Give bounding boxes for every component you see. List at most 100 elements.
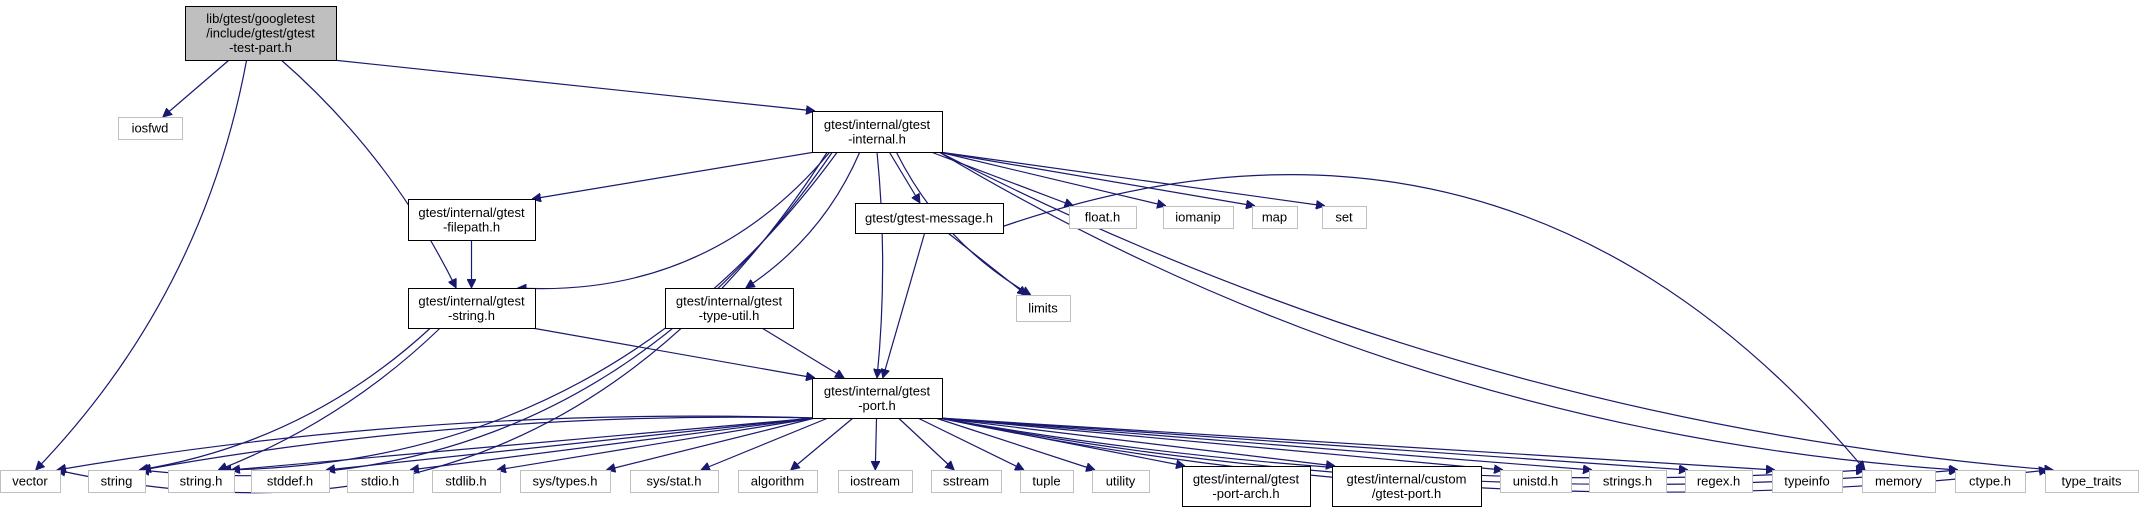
edge-gtest-port-to-string <box>142 416 816 470</box>
node-box <box>118 117 183 140</box>
node-label: iostream <box>850 474 900 489</box>
node-label: ctype.h <box>1969 474 2011 489</box>
edge-gtest-port-to-sstream <box>898 417 954 470</box>
node-box <box>630 470 719 493</box>
node-gtest-port-arch[interactable]: gtest/internal/gtest-port-arch.h <box>1182 466 1311 507</box>
node-label: typeinfo <box>1784 474 1830 489</box>
node-label: /gtest-port.h <box>1372 486 1441 501</box>
node-root[interactable]: lib/gtest/googletest/include/gtest/gtest… <box>185 6 337 61</box>
node-label: algorithm <box>751 474 804 489</box>
node-box <box>408 199 536 241</box>
node-box <box>1020 470 1074 493</box>
edge-gtest-port-to-stddef-h <box>326 417 816 470</box>
node-gtest-string[interactable]: gtest/internal/gtest-string.h <box>408 288 536 329</box>
node-box <box>812 378 943 419</box>
edge-gtest-internal-to-gtest-filepath <box>532 151 816 199</box>
node-utility: utility <box>1092 470 1150 493</box>
node-algorithm: algorithm <box>738 470 818 493</box>
node-label: -port-arch.h <box>1212 486 1279 501</box>
node-box <box>251 470 330 493</box>
node-label: stdlib.h <box>445 474 486 489</box>
node-box <box>931 470 1002 493</box>
node-map: map <box>1252 206 1298 229</box>
node-label: memory <box>1875 474 1922 489</box>
node-iosfwd: iosfwd <box>118 117 183 140</box>
node-label: unistd.h <box>1513 474 1559 489</box>
node-stddef-h: stddef.h <box>251 470 330 493</box>
edge-gtest-port-to-string-h <box>231 417 816 470</box>
node-label: gtest/internal/gtest <box>1193 471 1300 486</box>
node-label: tuple <box>1032 474 1060 489</box>
node-box <box>855 203 1004 234</box>
node-string-h: string.h <box>168 470 235 493</box>
edge-gtest-port-to-typeinfo <box>938 417 1775 470</box>
node-box <box>1862 470 1936 493</box>
node-gtest-port[interactable]: gtest/internal/gtest-port.h <box>812 378 943 419</box>
node-type-traits: type_traits <box>2045 470 2139 493</box>
node-label: -filepath.h <box>443 219 500 234</box>
node-label: -string.h <box>448 308 495 323</box>
node-set: set <box>1322 206 1367 229</box>
node-box <box>347 470 414 493</box>
edge-gtest-port-to-strings-h <box>938 417 1592 470</box>
edge-gtest-internal-to-type-traits <box>938 151 2053 470</box>
node-label: string <box>101 474 133 489</box>
node-box <box>1500 470 1572 493</box>
node-sys-types-h: sys/types.h <box>520 470 611 493</box>
node-box <box>168 470 235 493</box>
node-gtest-filepath[interactable]: gtest/internal/gtest-filepath.h <box>408 199 536 241</box>
node-box <box>1332 466 1482 507</box>
node-label: type_traits <box>2062 474 2122 489</box>
node-box <box>1069 206 1137 229</box>
edge-gtest-port-to-algorithm <box>791 417 854 470</box>
node-box <box>1772 470 1843 493</box>
edge-root-to-iosfwd <box>163 59 230 117</box>
node-label: utility <box>1106 474 1136 489</box>
node-gtest-message[interactable]: gtest/gtest-message.h <box>855 203 1004 234</box>
node-box <box>838 470 913 493</box>
node-box <box>88 470 146 493</box>
edge-gtest-port-to-sys-stat-h <box>701 417 829 470</box>
node-label: gtest/gtest-message.h <box>865 211 993 226</box>
node-custom-port[interactable]: gtest/internal/custom/gtest-port.h <box>1332 466 1482 507</box>
node-label: -internal.h <box>848 131 906 146</box>
node-label: iomanip <box>1175 210 1221 225</box>
node-stdlib-h: stdlib.h <box>432 470 501 493</box>
node-label: gtest/internal/gtest <box>676 293 783 308</box>
node-box <box>1016 295 1071 322</box>
node-label: gtest/internal/gtest <box>418 293 525 308</box>
edge-gtest-port-to-unistd-h <box>938 417 1503 470</box>
node-box <box>738 470 818 493</box>
node-label: sys/types.h <box>532 474 597 489</box>
node-memory: memory <box>1862 470 1936 493</box>
node-box <box>0 470 61 493</box>
edge-gtest-internal-to-gtest-type-util <box>746 151 861 288</box>
node-string: string <box>88 470 146 493</box>
node-label: -test-part.h <box>229 40 292 55</box>
node-label: sys/stat.h <box>647 474 702 489</box>
node-label: string.h <box>180 474 223 489</box>
node-label: gtest/internal/gtest <box>418 205 525 220</box>
node-box <box>665 288 794 329</box>
node-limits: limits <box>1016 295 1071 322</box>
node-iomanip: iomanip <box>1163 206 1234 229</box>
node-strings-h: strings.h <box>1589 470 1667 493</box>
edge-gtest-internal-to-gtest-port <box>877 151 884 378</box>
node-box <box>432 470 501 493</box>
node-gtest-internal[interactable]: gtest/internal/gtest-internal.h <box>812 111 943 153</box>
node-gtest-type-util[interactable]: gtest/internal/gtest-type-util.h <box>665 288 794 329</box>
edge-gtest-port-to-custom-port <box>938 417 1335 466</box>
edge-gtest-message-to-memory <box>984 174 1865 470</box>
node-sys-stat-h: sys/stat.h <box>630 470 719 493</box>
edge-gtest-internal-to-map <box>938 151 1255 206</box>
edge-gtest-internal-to-gtest-message <box>888 151 920 203</box>
edge-gtest-internal-to-set <box>938 151 1325 206</box>
node-label: gtest/internal/gtest <box>824 117 931 132</box>
node-box <box>1322 206 1367 229</box>
node-box <box>1685 470 1753 493</box>
edge-root-to-gtest-string <box>280 59 457 288</box>
edge-gtest-port-to-regex-h <box>938 417 1688 470</box>
node-box <box>812 111 943 153</box>
edge-gtest-port-to-tuple <box>917 417 1024 470</box>
